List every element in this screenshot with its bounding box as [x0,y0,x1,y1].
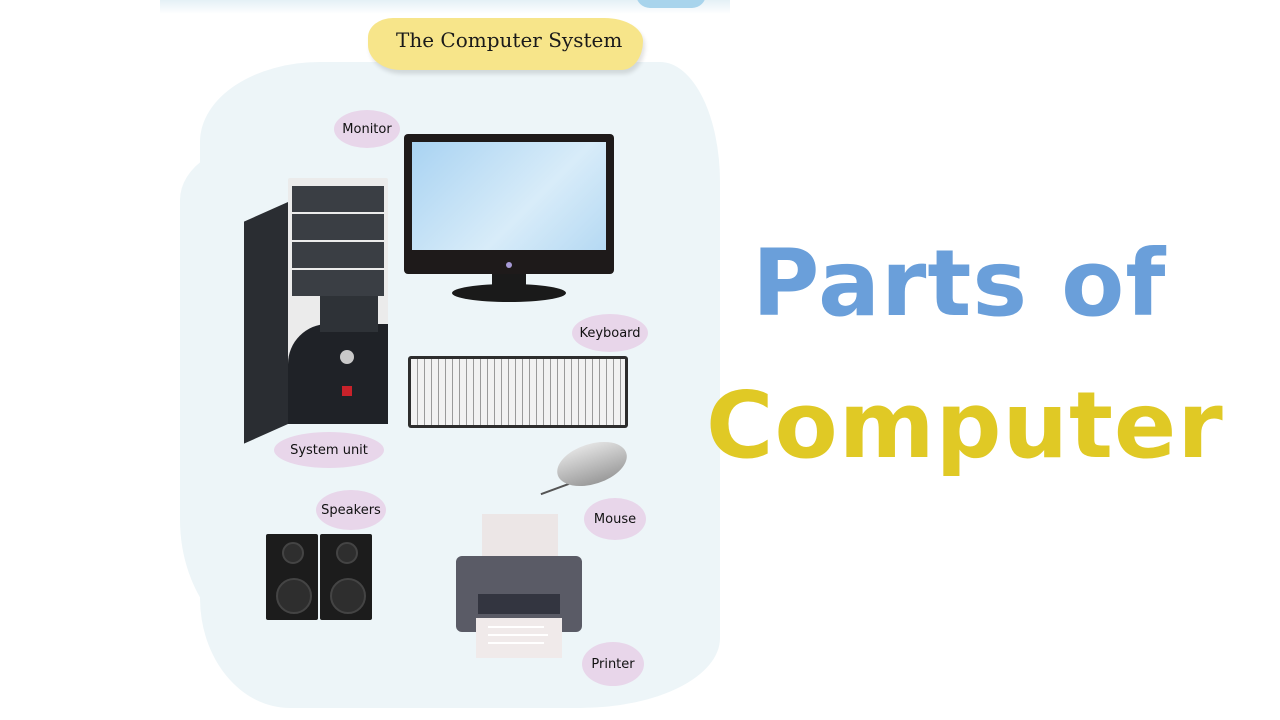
keyboard-image [408,356,628,428]
printer-slot [478,594,560,614]
system-unit-image [244,178,388,444]
label-mouse: Mouse [584,498,646,540]
top-band [160,0,730,14]
power-button-icon [340,350,354,364]
printer-paper-in [482,514,558,562]
label-system-unit: System unit [274,432,384,468]
label-keyboard: Keyboard [572,314,648,352]
headline-line-2: Computer [706,372,1224,479]
label-monitor: Monitor [334,110,400,148]
printer-paper-out [476,618,562,658]
speaker-right-image [320,534,372,620]
label-printer: Printer [582,642,644,686]
label-speakers: Speakers [316,490,386,530]
headline-line-1: Parts of [752,230,1167,337]
diagram-title: The Computer System [396,28,623,52]
speaker-left-image [266,534,318,620]
cloud-decoration [636,0,706,8]
monitor-image [404,134,614,304]
title-banner [368,18,643,70]
